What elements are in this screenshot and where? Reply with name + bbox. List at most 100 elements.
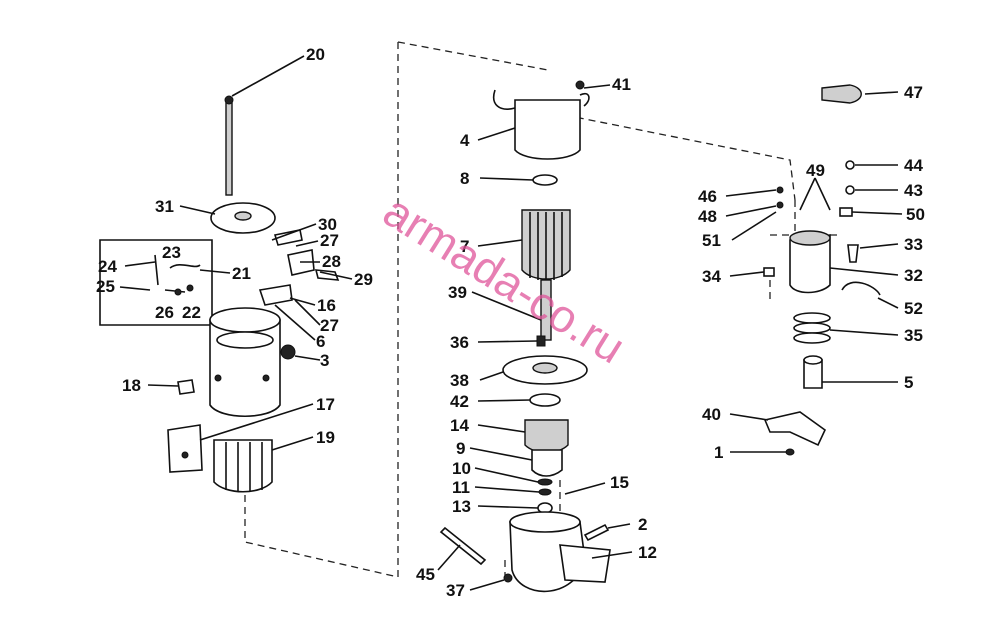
screw-41	[575, 80, 585, 90]
callout-label: 15	[610, 473, 629, 492]
callout-label: 27	[320, 231, 339, 250]
callout-label: 6	[316, 332, 325, 351]
screw-18	[177, 379, 195, 395]
brush-end-cap	[514, 99, 581, 160]
washer-48	[776, 201, 784, 209]
callout-label: 36	[450, 333, 469, 352]
watermark: armada-co.ru	[375, 184, 635, 373]
drive-end-mount	[559, 544, 611, 583]
callout-label: 23	[162, 243, 181, 262]
callout-label: 9	[456, 439, 465, 458]
terminal-boot	[821, 84, 862, 104]
mounting-bracket-hole	[181, 451, 189, 459]
armature-shaft	[540, 279, 552, 341]
frame-hole-2	[262, 374, 270, 382]
callout-label: 32	[904, 266, 923, 285]
through-bolt-rod	[225, 99, 233, 196]
callout-label: 1	[714, 443, 723, 462]
callout-label: 20	[306, 45, 325, 64]
shift-lever	[763, 411, 827, 447]
spring-coil-2	[793, 322, 831, 334]
screw-2	[583, 523, 610, 542]
callout-label: 13	[452, 497, 471, 516]
left-parts	[99, 95, 340, 493]
ring-11	[538, 488, 552, 496]
callout-label: 18	[122, 376, 141, 395]
callout-label: 14	[450, 416, 469, 435]
pin-1	[785, 448, 795, 456]
callout-label: 38	[450, 371, 469, 390]
callout-label: 44	[904, 156, 923, 175]
nut-44	[845, 160, 855, 170]
frame-hole	[214, 374, 222, 382]
callout-label: 43	[904, 181, 923, 200]
callout-label: 12	[638, 543, 657, 562]
washer-42	[529, 393, 561, 407]
spring-coil-3	[793, 332, 831, 344]
callout-label: 34	[702, 267, 721, 286]
mounting-bracket	[167, 424, 203, 473]
callout-label: 19	[316, 428, 335, 447]
callout-label: 35	[904, 326, 923, 345]
brush-kit-screw-2	[186, 284, 194, 292]
ring-10	[537, 478, 553, 486]
spring-coil-1	[793, 312, 831, 324]
callout-label: 30	[318, 215, 337, 234]
callout-label: 31	[155, 197, 174, 216]
frame-housing-inner	[216, 331, 274, 349]
right-parts	[763, 84, 881, 456]
rod-head	[224, 95, 234, 105]
brush-kit-screw	[174, 288, 182, 296]
pinion-gear	[531, 449, 563, 477]
callout-label: 8	[460, 169, 469, 188]
callout-label: 45	[416, 565, 435, 584]
callout-label: 37	[446, 581, 465, 600]
center-parts	[439, 80, 611, 593]
callout-label: 46	[698, 187, 717, 206]
frame-housing-top	[209, 307, 281, 333]
terminal-33	[847, 244, 859, 263]
callout-label: 17	[316, 395, 335, 414]
screw-34	[763, 267, 775, 277]
callout-label: 40	[702, 405, 721, 424]
brush-end-cap-leads	[493, 89, 590, 110]
callout-label: 21	[232, 264, 251, 283]
callout-label: 11	[452, 478, 470, 497]
callout-labels: 20 31 30 27 28 29 24 23 21 25 26 22 16 2…	[96, 45, 925, 600]
nut-37	[503, 573, 513, 583]
washer-36	[536, 335, 546, 347]
plunger-top	[803, 355, 823, 365]
callout-label: 7	[460, 237, 469, 256]
callout-label: 28	[322, 252, 341, 271]
callout-label: 50	[906, 205, 925, 224]
callout-label: 52	[904, 299, 923, 318]
drive-end-housing-top	[509, 511, 581, 533]
callout-label: 42	[450, 392, 469, 411]
callout-label: 22	[182, 303, 201, 322]
callout-label: 5	[904, 373, 913, 392]
assembly-dashed-lines	[244, 41, 840, 580]
leader-lines	[119, 55, 903, 591]
thrust-plate-hub	[532, 362, 558, 374]
callout-label: 25	[96, 277, 115, 296]
solenoid	[789, 234, 831, 294]
callout-label: 26	[155, 303, 174, 322]
bolt-45	[439, 526, 487, 566]
guard-cage-bars	[225, 442, 263, 492]
washer-8	[532, 174, 558, 186]
callout-label: 51	[702, 231, 721, 250]
armature-windings	[529, 212, 563, 280]
washer-43	[845, 185, 855, 195]
nut-3	[280, 344, 296, 360]
end-cap-plate-hub	[234, 211, 252, 221]
brush-bracket	[258, 284, 293, 306]
callout-label: 29	[354, 270, 373, 289]
callout-label: 27	[320, 316, 339, 335]
nut-46	[776, 186, 784, 194]
callout-label: 3	[320, 351, 329, 370]
callout-label: 33	[904, 235, 923, 254]
callout-label: 10	[452, 459, 471, 478]
callout-label: 16	[317, 296, 336, 315]
callout-label: 2	[638, 515, 647, 534]
link-50	[839, 207, 853, 217]
